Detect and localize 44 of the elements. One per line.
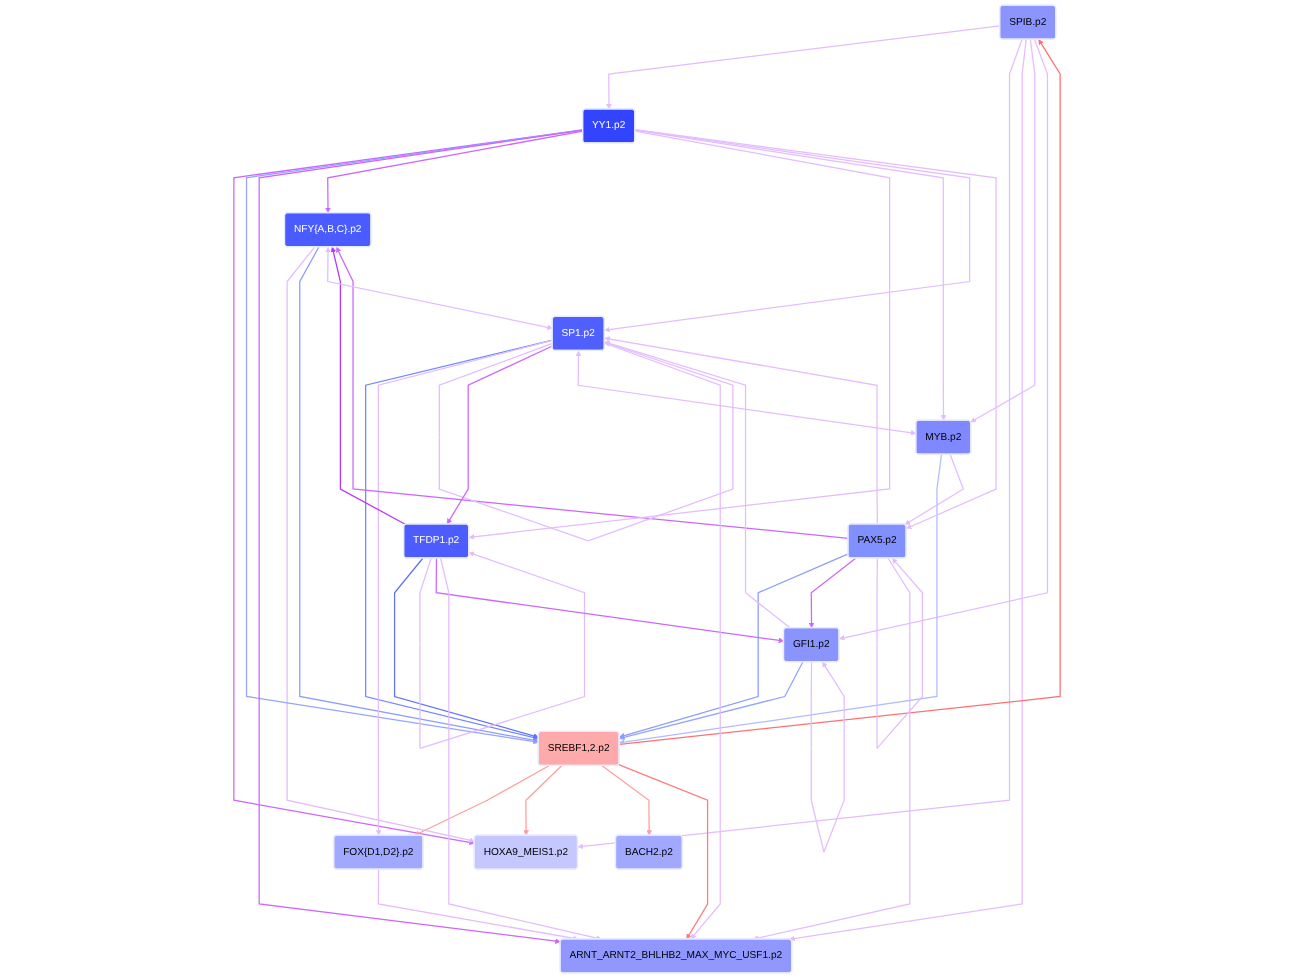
- arrow: [286, 246, 475, 843]
- arrow: [435, 557, 785, 644]
- arrow: [619, 453, 943, 745]
- arrow: [365, 339, 554, 741]
- arrow: [468, 130, 891, 540]
- arrow: [258, 129, 584, 944]
- arrow: [393, 557, 539, 739]
- arrow: [810, 661, 845, 853]
- arrow: [299, 246, 539, 743]
- arrow: [606, 25, 1001, 110]
- arrow: [970, 38, 1036, 423]
- arrow: [233, 129, 584, 846]
- arrow: [619, 661, 804, 740]
- arrow: [604, 129, 971, 333]
- arrow: [876, 557, 924, 749]
- arrow: [336, 246, 849, 539]
- arrow: [904, 453, 965, 525]
- arrow: [752, 557, 911, 941]
- arrow: [375, 339, 554, 836]
- arrow: [330, 246, 407, 526]
- arrow: [601, 765, 652, 836]
- arrow: [634, 129, 997, 530]
- arrow: [245, 129, 584, 745]
- arrow: [618, 764, 709, 940]
- arrow: [618, 39, 1061, 745]
- arrow: [839, 38, 1049, 641]
- arrow: [604, 340, 791, 629]
- arrow: [523, 765, 563, 836]
- arrow: [634, 129, 947, 421]
- arrow: [575, 350, 917, 436]
- arrow: [619, 553, 849, 739]
- arrow: [604, 336, 878, 525]
- arrow: [446, 345, 554, 525]
- arrow: [414, 765, 550, 836]
- arrow: [577, 38, 1023, 850]
- arrow: [325, 130, 584, 214]
- arrow: [325, 247, 553, 330]
- arrow: [808, 557, 857, 629]
- arrow: [789, 38, 1027, 942]
- arrow: [438, 341, 734, 542]
- arrow: [377, 868, 579, 941]
- arrow: [419, 551, 586, 749]
- arrow: [440, 557, 602, 941]
- arrow: [604, 342, 721, 940]
